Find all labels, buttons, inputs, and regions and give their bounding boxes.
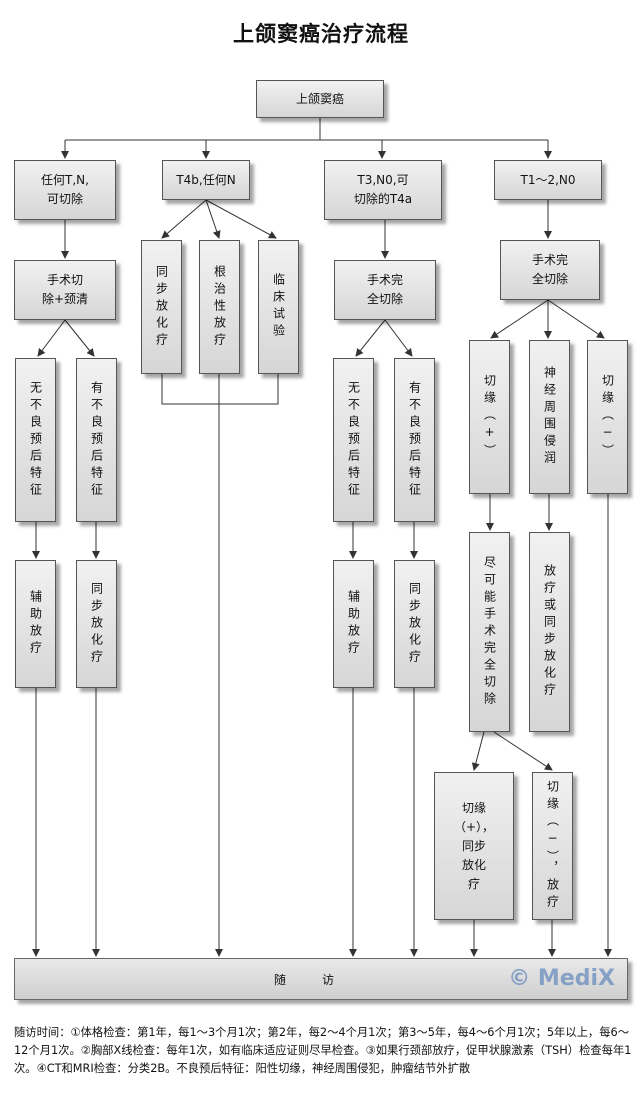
node-t4b-any-n: T4b,任何N xyxy=(162,160,250,200)
node-follow-up: 随访 © MediX xyxy=(14,958,628,1000)
node-c1-concurrent-chemoradiation: 同步放化疗 xyxy=(76,560,117,688)
page-title: 上颌窦癌治疗流程 xyxy=(233,22,409,46)
node-c3-concurrent-chemoradiation: 同步放化疗 xyxy=(394,560,435,688)
node-c4-margin-negative-radiotherapy: 切缘（−），放疗 xyxy=(532,772,573,920)
node-c2-concurrent-chemoradiation: 同步放化疗 xyxy=(141,240,182,374)
node-c1-adjuvant-radiotherapy: 辅助放疗 xyxy=(15,560,56,688)
node-c3-complete-resection: 手术完 全切除 xyxy=(334,260,436,320)
node-c4-radiotherapy-or-chemoradiation: 放疗或同步放化疗 xyxy=(529,532,570,732)
node-maxillary-sinus-cancer: 上颌窦癌 xyxy=(256,80,384,118)
node-c4-maximal-resection: 尽可能手术完全切除 xyxy=(469,532,510,732)
node-t3-n0-resectable-t4a: T3,N0,可 切除的T4a xyxy=(324,160,442,220)
node-c1-adverse-features: 有不良预后特征 xyxy=(76,358,117,522)
node-c4-margin-positive-chemoradiation: 切缘 （+）， 同步 放化 疗 xyxy=(434,772,514,920)
node-c2-clinical-trial: 临床试验 xyxy=(258,240,299,374)
node-any-tn-resectable: 任何T,N, 可切除 xyxy=(14,160,116,220)
node-c4-margin-positive: 切缘（+） xyxy=(469,340,510,494)
follow-up-note: 随访时间：①体格检查：第1年，每1～3个月1次；第2年，每2～4个月1次；第3～… xyxy=(14,1026,632,1075)
node-c3-adjuvant-radiotherapy: 辅助放疗 xyxy=(333,560,374,688)
node-c1-no-adverse-features: 无不良预后特征 xyxy=(15,358,56,522)
follow-up-label: 随访 xyxy=(273,973,370,987)
node-c1-surgery-neck-dissection: 手术切 除+颈清 xyxy=(14,260,116,320)
node-c2-radical-radiotherapy: 根治性放疗 xyxy=(199,240,240,374)
node-c3-no-adverse-features: 无不良预后特征 xyxy=(333,358,374,522)
node-c4-complete-resection: 手术完 全切除 xyxy=(500,240,600,300)
node-c3-adverse-features: 有不良预后特征 xyxy=(394,358,435,522)
node-c4-perineural-invasion: 神经周围侵润 xyxy=(529,340,570,494)
node-t1-2-n0: T1～2,N0 xyxy=(494,160,602,200)
node-c4-margin-negative: 切缘（−） xyxy=(587,340,628,494)
medix-watermark: © MediX xyxy=(508,966,615,991)
